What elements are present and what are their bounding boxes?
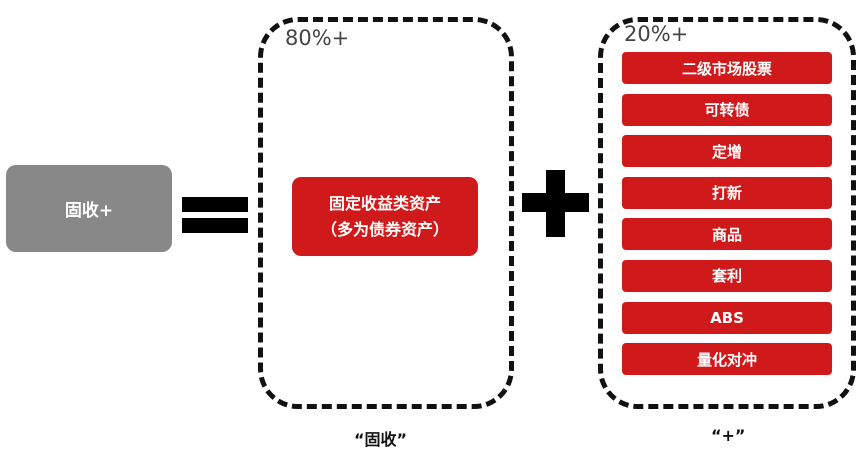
fixed-income-plus-box: 固收+ xyxy=(6,165,172,252)
plus-item: 二级市场股票 xyxy=(622,52,832,84)
fixed-income-assets-line1: 固定收益类资产 xyxy=(328,193,441,213)
plus-item: 量化对冲 xyxy=(622,343,832,376)
fixed-income-assets-line2: （多为债券资产） xyxy=(320,219,449,239)
plus-item: 可转债 xyxy=(622,93,832,126)
plus-dashed-group xyxy=(598,17,856,409)
plus-percent-label: 20%+ xyxy=(624,22,689,46)
plus-items-list: 二级市场股票 可转债 定增 打新 商品 套利 ABS 量化对冲 xyxy=(622,52,832,376)
plus-item: 定增 xyxy=(622,135,832,168)
fixed-income-assets-box: 固定收益类资产 （多为债券资产） xyxy=(292,177,478,256)
fixed-income-caption: “固收” xyxy=(354,430,408,449)
plus-sign-vertical xyxy=(546,170,565,237)
plus-item: ABS xyxy=(622,301,832,334)
fixed-income-plus-label: 固收+ xyxy=(64,201,114,221)
fixed-income-percent-label: 80%+ xyxy=(285,26,350,50)
plus-caption: “+” xyxy=(711,426,746,445)
equals-sign-top-bar xyxy=(182,197,248,212)
plus-item: 套利 xyxy=(622,259,832,292)
plus-item: 打新 xyxy=(622,176,832,209)
plus-item: 商品 xyxy=(622,218,832,251)
equals-sign-bottom-bar xyxy=(182,218,248,233)
fixed-income-dashed-group xyxy=(258,17,514,409)
